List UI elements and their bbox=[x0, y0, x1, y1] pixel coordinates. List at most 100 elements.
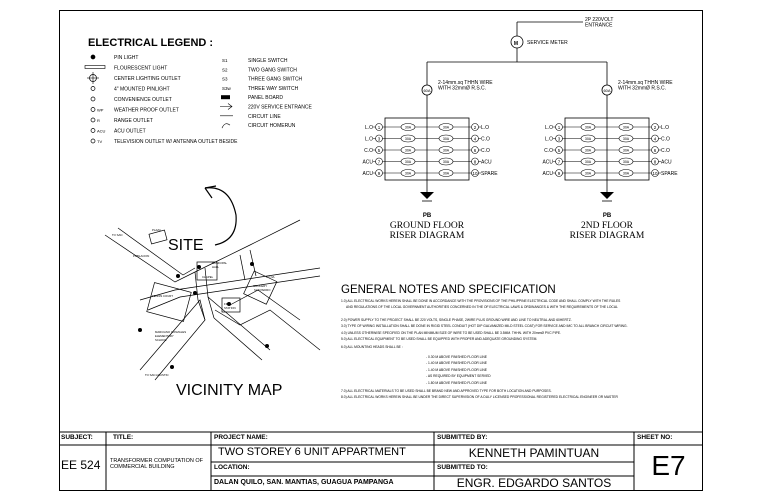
subject-value: EE 524 bbox=[61, 458, 101, 472]
legend-symbol-label: S3 bbox=[222, 77, 228, 82]
circuit-breaker-icon bbox=[400, 134, 416, 143]
breaker-label: 30A bbox=[405, 149, 412, 153]
legend-symbol-label: WP bbox=[97, 108, 104, 113]
breaker-label: 30A bbox=[585, 126, 592, 130]
map-label: MUNICIPAL bbox=[212, 261, 227, 265]
electrical-legend: ELECTRICAL LEGEND : PIN LIGHTFLOURESCENT… bbox=[84, 37, 312, 145]
map-label: STATION bbox=[224, 306, 236, 310]
title-value: TRANSFORMER COMPUTATION OF COMMERCIAL BU… bbox=[110, 458, 203, 470]
vicinity-map-title: VICINITY MAP bbox=[176, 382, 282, 399]
legend-item: FLOURESCENT LIGHT bbox=[84, 65, 167, 72]
legend-label: CIRCUIT HOMERUN bbox=[248, 123, 296, 129]
legend-label: 220V SERVICE ENTRANCE bbox=[248, 105, 312, 111]
submitted-by-header: SUBMITTED BY: bbox=[437, 434, 488, 441]
circuit-breaker-icon bbox=[618, 134, 634, 143]
service-entrance-icon bbox=[220, 103, 233, 110]
circuit-label: ACU bbox=[481, 160, 492, 166]
legend-label: CIRCUIT LINE bbox=[248, 114, 281, 120]
circuit-label: L.O bbox=[661, 125, 669, 131]
circuit-number: 5 bbox=[378, 148, 381, 153]
location-header: LOCATION: bbox=[214, 464, 250, 471]
legend-item: PIN LIGHT bbox=[90, 54, 138, 61]
main-breaker-icon bbox=[601, 84, 613, 96]
legend-symbol-icon bbox=[90, 117, 96, 123]
circuit-breaker-icon bbox=[438, 134, 454, 143]
legend-symbol-icon bbox=[90, 107, 96, 112]
main-breaker-label: 60A bbox=[423, 88, 430, 93]
note-line: AND REGULATIONS OF THE LOCAL GOVERNMENT … bbox=[346, 305, 618, 309]
breaker-label: 30A bbox=[443, 149, 450, 153]
map-label: CHAPEL bbox=[202, 275, 214, 279]
map-label: HALL bbox=[212, 265, 219, 269]
legend-symbol-label: ACU bbox=[97, 129, 106, 134]
legend-item: CIRCUIT HOMERUN bbox=[221, 123, 296, 129]
legend-item: CENTER LIGHTING OUTLET bbox=[87, 72, 181, 84]
circuit-breaker-icon bbox=[580, 134, 596, 143]
breaker-label: 30A bbox=[405, 172, 412, 176]
legend-item: CIRCUIT LINE bbox=[220, 114, 281, 120]
legend-label: CENTER LIGHTING OUTLET bbox=[114, 76, 181, 82]
breaker-label: 30A bbox=[405, 160, 412, 164]
title-block-grid bbox=[59, 431, 703, 491]
legend-label: PANEL BOARD bbox=[248, 95, 283, 101]
circuit-label: L.O bbox=[365, 125, 373, 131]
legend-item: PANEL BOARD bbox=[221, 95, 283, 101]
circuit-number: 10 bbox=[652, 171, 658, 176]
sheet-number: E7 bbox=[651, 450, 686, 481]
vicinity-map bbox=[104, 185, 321, 381]
circuit-label: C.O bbox=[364, 148, 373, 154]
breaker-label: 30A bbox=[623, 172, 630, 176]
breaker-label: 30A bbox=[443, 172, 450, 176]
service-entrance bbox=[421, 21, 613, 118]
note-line: 8.0) ALL ELECTRICAL WORKS HEREIN SHALL B… bbox=[341, 395, 618, 399]
drawing-sheet bbox=[59, 10, 703, 491]
project-value: TWO STOREY 6 UNIT APPARTMENT bbox=[218, 446, 406, 458]
circuit-breaker-icon bbox=[438, 157, 454, 166]
flourescent-light-icon bbox=[84, 65, 106, 69]
circuit-number: 6 bbox=[474, 148, 477, 153]
map-markers bbox=[138, 262, 269, 369]
circuit-number: 4 bbox=[474, 136, 477, 141]
main-breaker-label: 60A bbox=[603, 88, 610, 93]
legend-item: 220V SERVICE ENTRANCE bbox=[220, 103, 312, 111]
map-label: FIRE bbox=[224, 302, 231, 306]
panel-board-icon bbox=[221, 95, 230, 100]
note-line: 3.0) TYPE OF WIRING INSTALLATION SHALL B… bbox=[341, 324, 628, 328]
submitted-to-value: ENGR. EDGARDO SANTOS bbox=[456, 476, 612, 490]
map-label: TO NA bbox=[266, 275, 275, 279]
breaker-label: 30A bbox=[623, 160, 630, 164]
note-line: - 1.40 M ABOVE FINISHED FLOOR LINE bbox=[426, 361, 488, 365]
note-line: 2.0) POWER SUPPLY TO THE PROJECT SHALL B… bbox=[341, 318, 572, 322]
circuit-number: 6 bbox=[654, 148, 657, 153]
circuit-breaker-icon bbox=[580, 146, 596, 154]
service-meter-label: SERVICE METER bbox=[527, 40, 568, 46]
circuit-label: ACU bbox=[542, 160, 553, 166]
breaker-label: 30A bbox=[443, 126, 450, 130]
legend-symbol-icon bbox=[90, 54, 96, 60]
notes-body: 1.0) ALL ELECTRICAL WORKS HEREIN SHALL B… bbox=[341, 299, 628, 399]
circuit-breaker-icon bbox=[438, 169, 454, 177]
circuit-number: 8 bbox=[474, 159, 477, 164]
circuit-number: 3 bbox=[378, 136, 381, 141]
note-line: 7.0) ALL ELECTRICAL MATERIALS TO BE USED… bbox=[341, 389, 552, 393]
circuit-number: 9 bbox=[558, 171, 561, 176]
legend-label: RANGE OUTLET bbox=[114, 118, 153, 124]
circuit-number: 1 bbox=[378, 125, 381, 130]
pb-label: PB bbox=[603, 213, 612, 219]
circuit-number: 7 bbox=[558, 159, 561, 164]
circuit-label: C.O bbox=[661, 148, 670, 154]
circuit-number: 3 bbox=[558, 136, 561, 141]
note-line: - AS REQUIRED BY EQUIPMENT SERVED bbox=[426, 374, 491, 378]
note-line: 5.0) ALL ELECTRICAL EQUIPMENT TO BE USED… bbox=[341, 337, 537, 341]
map-label: SAN PEDRO bbox=[254, 288, 271, 292]
circuit-breaker-icon bbox=[618, 123, 634, 131]
circuit-label: SPARE bbox=[481, 171, 498, 177]
circuit-breaker-icon bbox=[580, 123, 596, 131]
legend-symbol-label: TV bbox=[97, 139, 102, 144]
breaker-label: 30A bbox=[623, 126, 630, 130]
note-line: 1.0) ALL ELECTRICAL WORKS HEREIN SHALL B… bbox=[341, 299, 621, 303]
